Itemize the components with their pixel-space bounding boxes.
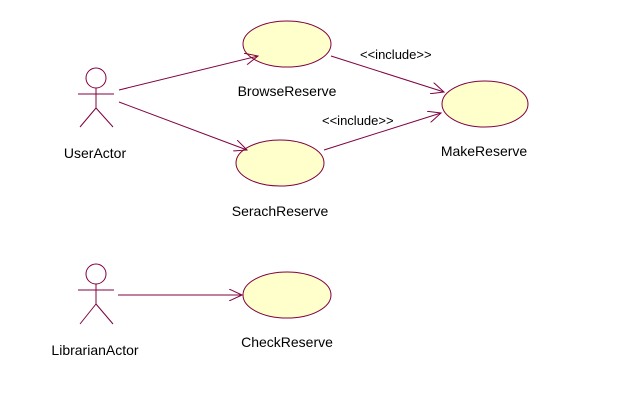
- search-include-make-relation[interactable]: [323, 113, 441, 151]
- make-reserve-label: MakeReserve: [440, 143, 528, 159]
- user-actor-head: [85, 67, 107, 89]
- search-reserve-usecase[interactable]: [235, 139, 325, 187]
- make-reserve-usecase[interactable]: [441, 80, 529, 128]
- librarian-actor-figure[interactable]: [78, 263, 114, 325]
- user-actor-label: UserActor: [63, 145, 127, 161]
- user-actor-left-leg: [79, 107, 97, 128]
- librarian-actor-left-leg: [79, 303, 97, 325]
- check-reserve-label: CheckReserve: [241, 334, 333, 350]
- user-actor-right-leg: [95, 107, 114, 128]
- user-actor-figure[interactable]: [78, 67, 114, 128]
- browse-include-make-relation[interactable]: [330, 55, 444, 92]
- user-to-search-association[interactable]: [118, 101, 247, 150]
- browse-include-stereotype: <<include>>: [360, 47, 432, 62]
- search-include-stereotype: <<include>>: [322, 113, 394, 128]
- browse-reserve-label: BrowseReserve: [237, 83, 337, 99]
- librarian-actor-label: LibrarianActor: [51, 342, 139, 358]
- search-reserve-label: SerachReserve: [231, 203, 329, 219]
- check-reserve-usecase[interactable]: [242, 271, 332, 319]
- librarian-actor-head: [85, 263, 107, 285]
- browse-reserve-usecase[interactable]: [242, 20, 332, 68]
- user-to-browse-association[interactable]: [118, 56, 258, 91]
- librarian-actor-right-leg: [95, 303, 114, 325]
